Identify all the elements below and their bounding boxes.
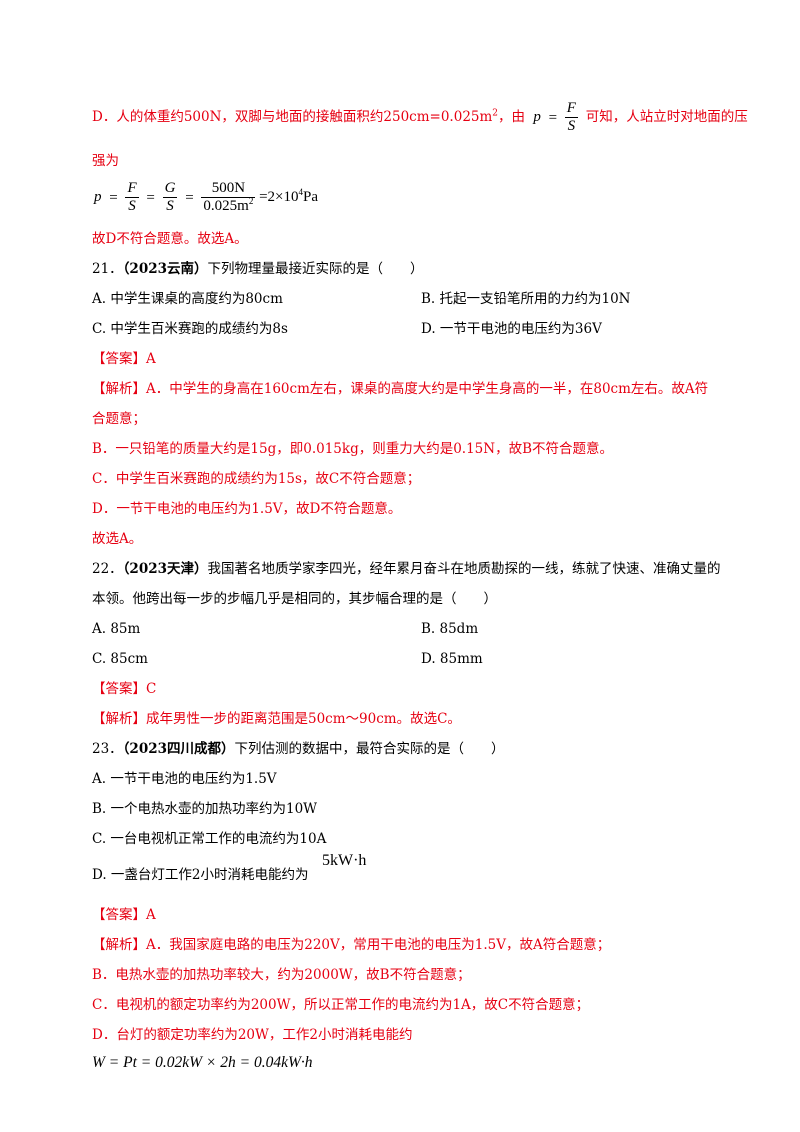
question-source: （2023云南） (122, 261, 208, 277)
pressure-calculation: p = F S = G S = 500N 0.025m2 =2×104Pa (94, 180, 319, 214)
question-source: （2023天津） (122, 561, 208, 577)
q23-analysis-line-2: B．电热水壶的加热功率较大，约为2000W，故B不符合题意； (92, 967, 471, 983)
q21-analysis-line-1: 【解析】A．中学生的身高在160cm左右，课桌的高度大约是中学生身高的一半，在8… (92, 381, 709, 397)
q23-analysis-line-4: D．台灯的额定功率约为20W，工作2小时消耗电能约 (92, 1027, 413, 1043)
formula-p: p (533, 108, 541, 125)
calc-p: p (94, 188, 102, 205)
q21-answer: 【答案】A (92, 351, 156, 367)
q22-option-d: D. 85mm (421, 651, 483, 667)
calc-result: =2×10 (259, 188, 299, 205)
q23-option-d: D. 一盏台灯工作2小时消耗电能约为 (92, 867, 309, 883)
formula-denominator: S (567, 118, 576, 134)
question-source: （2023四川成都） (122, 741, 235, 757)
q23-analysis-line-3: C．电视机的额定功率约为200W，所以正常工作的电流约为1A，故C不符合题意； (92, 997, 590, 1013)
formula-fraction: F S (564, 100, 578, 135)
q21-analysis-line-5: D．一节干电池的电压约为1.5V，故D不符合题意。 (92, 501, 402, 517)
calc-fraction-values: 500N 0.025m2 (201, 180, 256, 214)
question-text: 下列物理量最接近实际的是（ ） (207, 261, 424, 277)
q23-answer: 【答案】A (92, 907, 156, 923)
formula-equals: = (548, 109, 558, 126)
question-21-stem: 21．（2023云南）下列物理量最接近实际的是（ ） (92, 260, 424, 278)
question-number: 23． (92, 741, 123, 757)
calc-unit: Pa (303, 188, 319, 205)
question-22-stem-2: 本领。他跨出每一步的步幅几乎是相同的，其步幅合理的是（ ） (92, 591, 497, 607)
pressure-formula-inline: p = F S (533, 100, 581, 134)
q23-option-b: B. 一个电热水壶的加热功率约为10W (92, 801, 318, 817)
q21-analysis-line-4: C．中学生百米赛跑的成绩约为15s，故C不符合题意； (92, 471, 421, 487)
analysis-d-text-2: ，由 (498, 108, 526, 125)
analysis-conclusion: 故D不符合题意。故选A。 (92, 231, 248, 247)
q22-option-a: A. 85m (92, 621, 141, 637)
analysis-d-text: D．人的体重约500N，双脚与地面的接触面积约250cm=0.025m (92, 108, 493, 125)
question-23-stem: 23．（2023四川成都）下列估测的数据中，最符合实际的是（ ） (92, 740, 505, 758)
q21-option-b: B. 托起一支铅笔所用的力约为10N (421, 291, 631, 307)
q22-answer: 【答案】C (92, 681, 157, 697)
question-22-stem-1: 22．（2023天津）我国著名地质学家李四光，经年累月奋斗在地质勘探的一线，练就… (92, 560, 721, 578)
superscript: 2 (492, 108, 499, 119)
q21-option-d: D. 一节干电池的电压约为36V (421, 321, 602, 337)
question-text: 我国著名地质学家李四光，经年累月奋斗在地质勘探的一线，练就了快速、准确丈量的 (207, 561, 721, 577)
q21-analysis-line-6: 故选A。 (92, 531, 143, 547)
calc-fraction-fs: F S (125, 180, 139, 214)
question-number: 22． (92, 561, 123, 577)
q23-option-c: C. 一台电视机正常工作的电流约为10A (92, 831, 327, 847)
analysis-d-continuation: 强为 (92, 153, 119, 169)
q21-option-a: A. 中学生课桌的高度约为80cm (92, 291, 283, 307)
analysis-d-line: D．人的体重约500N，双脚与地面的接触面积约250cm=0.025m2，由 p… (92, 100, 748, 135)
q23-analysis-line-1: 【解析】A．我国家庭电路的电压为220V，常用干电池的电压为1.5V，故A符合题… (92, 937, 611, 953)
q23-energy-formula: W = Pt = 0.02kW × 2h = 0.04kW·h (92, 1054, 313, 1071)
formula-numerator: F (564, 100, 578, 118)
calc-fraction-gs: G S (162, 180, 178, 214)
q21-analysis-line-2: 合题意； (92, 411, 146, 427)
q23-option-d-value: 5kW·h (322, 852, 367, 869)
q21-analysis-line-3: B．一只铅笔的质量大约是15g，即0.015kg，则重力大约是0.15N，故B不… (92, 441, 614, 457)
q22-analysis: 【解析】成年男性一步的距离范围是50cm～90cm。故选C。 (92, 711, 461, 727)
question-number: 21． (92, 261, 123, 277)
q21-option-c: C. 中学生百米赛跑的成绩约为8s (92, 321, 288, 337)
q22-option-c: C. 85cm (92, 651, 148, 667)
q23-option-a: A. 一节干电池的电压约为1.5V (92, 771, 277, 787)
question-text: 下列估测的数据中，最符合实际的是（ ） (234, 741, 505, 757)
q22-option-b: B. 85dm (421, 621, 479, 637)
analysis-d-text-3: 可知，人站立时对地面的压 (585, 108, 748, 125)
